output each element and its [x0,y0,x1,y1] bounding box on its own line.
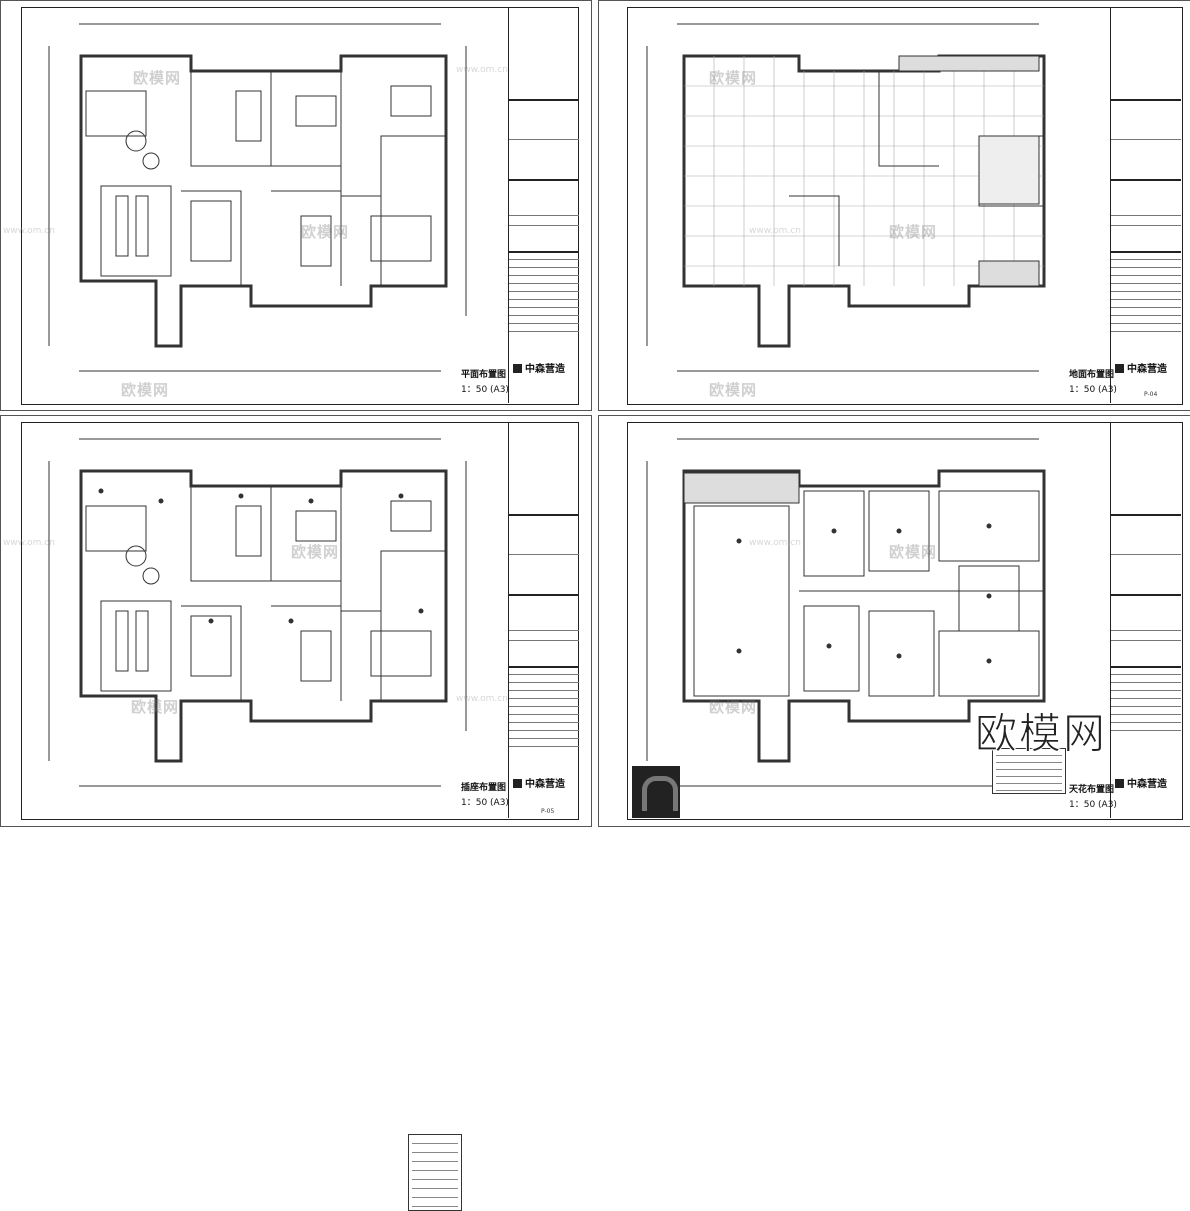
legend-table [992,748,1066,794]
watermark: 欧模网 [291,543,340,561]
watermark: 欧模网 [889,543,938,561]
sheet-title: 平面布置图 [461,370,507,380]
socket-plan-drawing [48,438,467,787]
brand-logo: 中森营造 [1115,360,1167,375]
sheet-frame [21,422,579,820]
drawing-sheet-floor-layout: 中森营造 地面布置图 1：50 (A3) P-04 欧模网 [598,0,1190,411]
ceiling-plan-drawing [646,438,1046,787]
title-block: 中森营造 [508,422,579,818]
publisher-logo [632,766,680,818]
sheet-caption: 插座布置图 1：50 (A3) [461,780,509,808]
watermark-url: www.om.cn [3,226,55,236]
watermark-url: www.om.cn [456,65,508,75]
watermark-url: www.om.cn [749,538,801,548]
sheet-caption: 平面布置图 1：50 (A3) [461,367,509,395]
title-block: 中森营造 [1110,422,1181,818]
page-number: P-04 [1144,391,1158,398]
watermark-url: www.om.cn [3,538,55,548]
watermark-url: www.om.cn [749,226,801,236]
sheet-caption: 地面布置图 1：50 (A3) [1069,367,1117,395]
sheet-scale: 1：50 (A3) [1069,800,1117,810]
brand-logo: 中森营造 [513,360,565,375]
brand-logo: 中森营造 [513,775,565,790]
watermark: 欧模网 [301,223,350,241]
brand-logo: 中森营造 [1115,775,1167,790]
watermark: 欧模网 [709,381,758,399]
sheet-title: 插座布置图 [461,783,507,793]
drawing-sheet-plan-layout: 中森营造 平面布置图 1：50 (A3) 欧模网 欧模网 欧模网 www.om.… [0,0,592,411]
sheet-scale: 1：50 (A3) [461,798,509,808]
legend-table [408,1134,462,1211]
floor-tile-drawing [646,23,1046,372]
drawing-sheet-furniture-layout: 中森营造 插座布置图 1：50 (A3) P-05 欧模网 欧模网 www.om… [0,415,592,1211]
watermark: 欧模网 [131,698,180,716]
watermark: 欧模网 [889,223,938,241]
sheet-title: 地面布置图 [1069,370,1115,380]
floor-plan-drawing [48,23,467,372]
watermark: 欧模网 [709,698,758,716]
watermark-url: www.om.cn [456,694,508,704]
sheet-scale: 1：50 (A3) [461,385,509,395]
sheet-caption: 天花布置图 1：50 (A3) [1069,782,1117,810]
sheet-frame [21,7,579,405]
watermark: 欧模网 [121,381,170,399]
site-watermark: 欧模网 [974,709,1108,759]
page-number: P-05 [541,808,555,815]
sheet-scale: 1：50 (A3) [1069,385,1117,395]
watermark: 欧模网 [133,69,182,87]
sheet-frame [627,422,1183,820]
sheet-title: 天花布置图 [1069,785,1115,795]
drawing-sheet-ceiling-layout: 中森营造 天花布置图 1：50 (A3) 欧模网 欧模网 www.om.cn [598,415,1190,827]
title-block: 中森营造 [508,7,579,403]
sheet-frame [627,7,1183,405]
title-block: 中森营造 [1110,7,1181,403]
watermark: 欧模网 [709,69,758,87]
